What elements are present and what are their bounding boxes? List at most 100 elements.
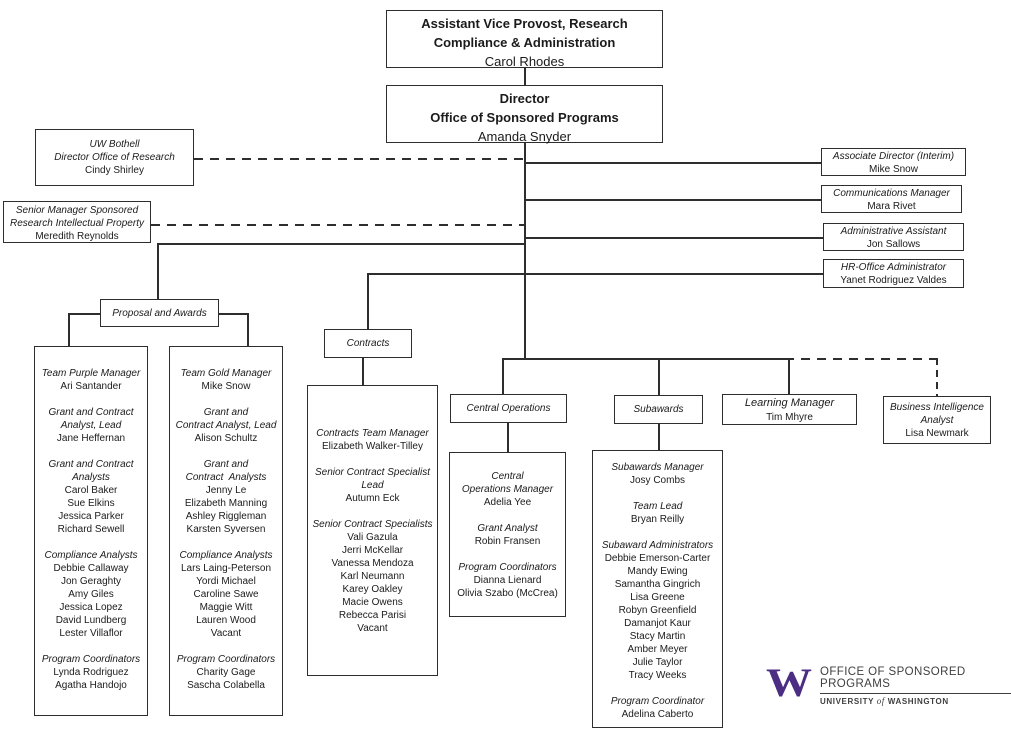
person-name: Julie Taylor: [632, 657, 683, 668]
person-name: Ashley Riggleman: [185, 511, 267, 522]
connector-gold-elbow-h: [219, 313, 247, 315]
person-name: Bryan Reilly: [630, 514, 685, 525]
person-name: Karl Neumann: [340, 571, 405, 582]
person-name: David Lundberg: [55, 615, 127, 626]
node-hr-office-administrator: HR-Office Administrator Yanet Rodriguez …: [823, 259, 964, 288]
role-title: Team Lead: [632, 501, 683, 512]
person-name: Vacant: [210, 628, 242, 639]
person-name: Autumn Eck: [345, 493, 400, 504]
person-name: Debbie Emerson-Carter: [604, 553, 711, 564]
node-title: Business Intelligence: [890, 402, 984, 413]
connector-central-ops-label-box: [507, 423, 509, 452]
connector-avp-director: [524, 68, 526, 85]
person-name: Vali Gazula: [347, 532, 398, 543]
node-business-intelligence-analyst: Business Intelligence Analyst Lisa Newma…: [883, 396, 991, 444]
person-name: Mike Snow: [201, 381, 251, 392]
person-name: Jessica Parker: [58, 511, 124, 522]
person-name: Dianna Lienard: [473, 575, 542, 586]
person-name: Debbie Callaway: [53, 563, 129, 574]
person-name: Agatha Handojo: [55, 680, 127, 691]
node-title: Associate Director (Interim): [832, 151, 955, 162]
person-name: Jenny Le: [205, 485, 247, 496]
label-contracts: Contracts: [324, 329, 412, 358]
connector-communications-manager: [524, 199, 821, 201]
person-name: Stacy Martin: [629, 631, 686, 642]
person-name: Lauren Wood: [196, 615, 256, 626]
role-title: Central: [491, 471, 524, 482]
connector-administrative-assistant: [524, 237, 823, 239]
node-learning-manager: Learning Manager Tim Mhyre: [722, 394, 857, 425]
person-name: Jon Geraghty: [60, 576, 122, 587]
person-name: Lester Villaflor: [59, 628, 123, 639]
person-name: Jerri McKellar: [341, 545, 404, 556]
person-name: Vanessa Mendoza: [331, 558, 414, 569]
connector-associate-director: [524, 162, 821, 164]
person-name: Jane Heffernan: [56, 433, 126, 444]
connector-dashed-uw-bothell: [194, 158, 524, 160]
node-associate-director: Associate Director (Interim) Mike Snow: [821, 148, 966, 176]
person-name: Samantha Gingrich: [614, 579, 701, 590]
node-title: HR-Office Administrator: [840, 262, 947, 273]
logo-university-line: UNIVERSITY of WASHINGTON: [820, 696, 1011, 706]
person-name: Josy Combs: [629, 475, 685, 486]
connector-purple-elbow-v: [68, 313, 70, 346]
connector-contracts-drop: [367, 273, 369, 329]
person-name: Lisa Greene: [630, 592, 685, 603]
person-name: Yordi Michael: [196, 576, 256, 587]
person-name: Adelina Caberto: [621, 709, 694, 720]
role-title: Lead: [361, 480, 384, 491]
person-name: Lars Laing-Peterson: [180, 563, 272, 574]
label-text: Central Operations: [466, 403, 551, 414]
role-title: Subawards Manager: [611, 462, 704, 473]
label-text: Subawards: [633, 404, 684, 415]
connector-lower-branch: [502, 358, 789, 360]
connector-learning-manager-drop: [788, 358, 790, 394]
logo-university-word: UNIVERSITY: [820, 697, 874, 707]
node-title: Director: [499, 91, 550, 106]
role-title: Contract Analysts: [185, 472, 267, 483]
person-name: Damanjot Kaur: [624, 618, 691, 629]
person-name: Charity Gage: [196, 667, 256, 678]
connector-gold-elbow-v: [247, 313, 249, 346]
node-title: Research Intellectual Property: [10, 218, 144, 229]
person-name: Vacant: [357, 623, 388, 634]
role-title: Compliance Analysts: [179, 550, 273, 561]
role-title: Operations Manager: [461, 484, 554, 495]
connector-bi-analyst-dashed-drop: [936, 358, 938, 396]
person-name: Olivia Szabo (McCrea): [457, 588, 558, 599]
role-title: Subaward Administrators: [601, 540, 714, 551]
connector-central-ops-drop: [502, 358, 504, 394]
person-name: Sue Elkins: [67, 498, 115, 509]
role-title: Grant and: [203, 407, 249, 418]
connector-trunk: [524, 143, 526, 359]
role-title: Grant and Contract: [48, 407, 134, 418]
role-title: Program Coordinators: [176, 654, 276, 665]
person-name: Amanda Snyder: [477, 129, 572, 144]
person-name: Yanet Rodriguez Valdes: [840, 275, 947, 286]
person-name: Tim Mhyre: [766, 412, 813, 423]
person-name: Caroline Sawe: [193, 589, 259, 600]
logo-washington-word: WASHINGTON: [887, 697, 949, 707]
label-text: Contracts: [346, 338, 390, 349]
person-name: Mandy Ewing: [627, 566, 688, 577]
role-title: Senior Contract Specialist: [314, 467, 431, 478]
connector-contracts-hr: [367, 273, 823, 275]
label-proposal-and-awards: Proposal and Awards: [100, 299, 219, 327]
person-name: Maggie Witt: [199, 602, 253, 613]
person-name: Mike Snow: [869, 164, 918, 175]
role-title: Senior Contract Specialists: [312, 519, 433, 530]
